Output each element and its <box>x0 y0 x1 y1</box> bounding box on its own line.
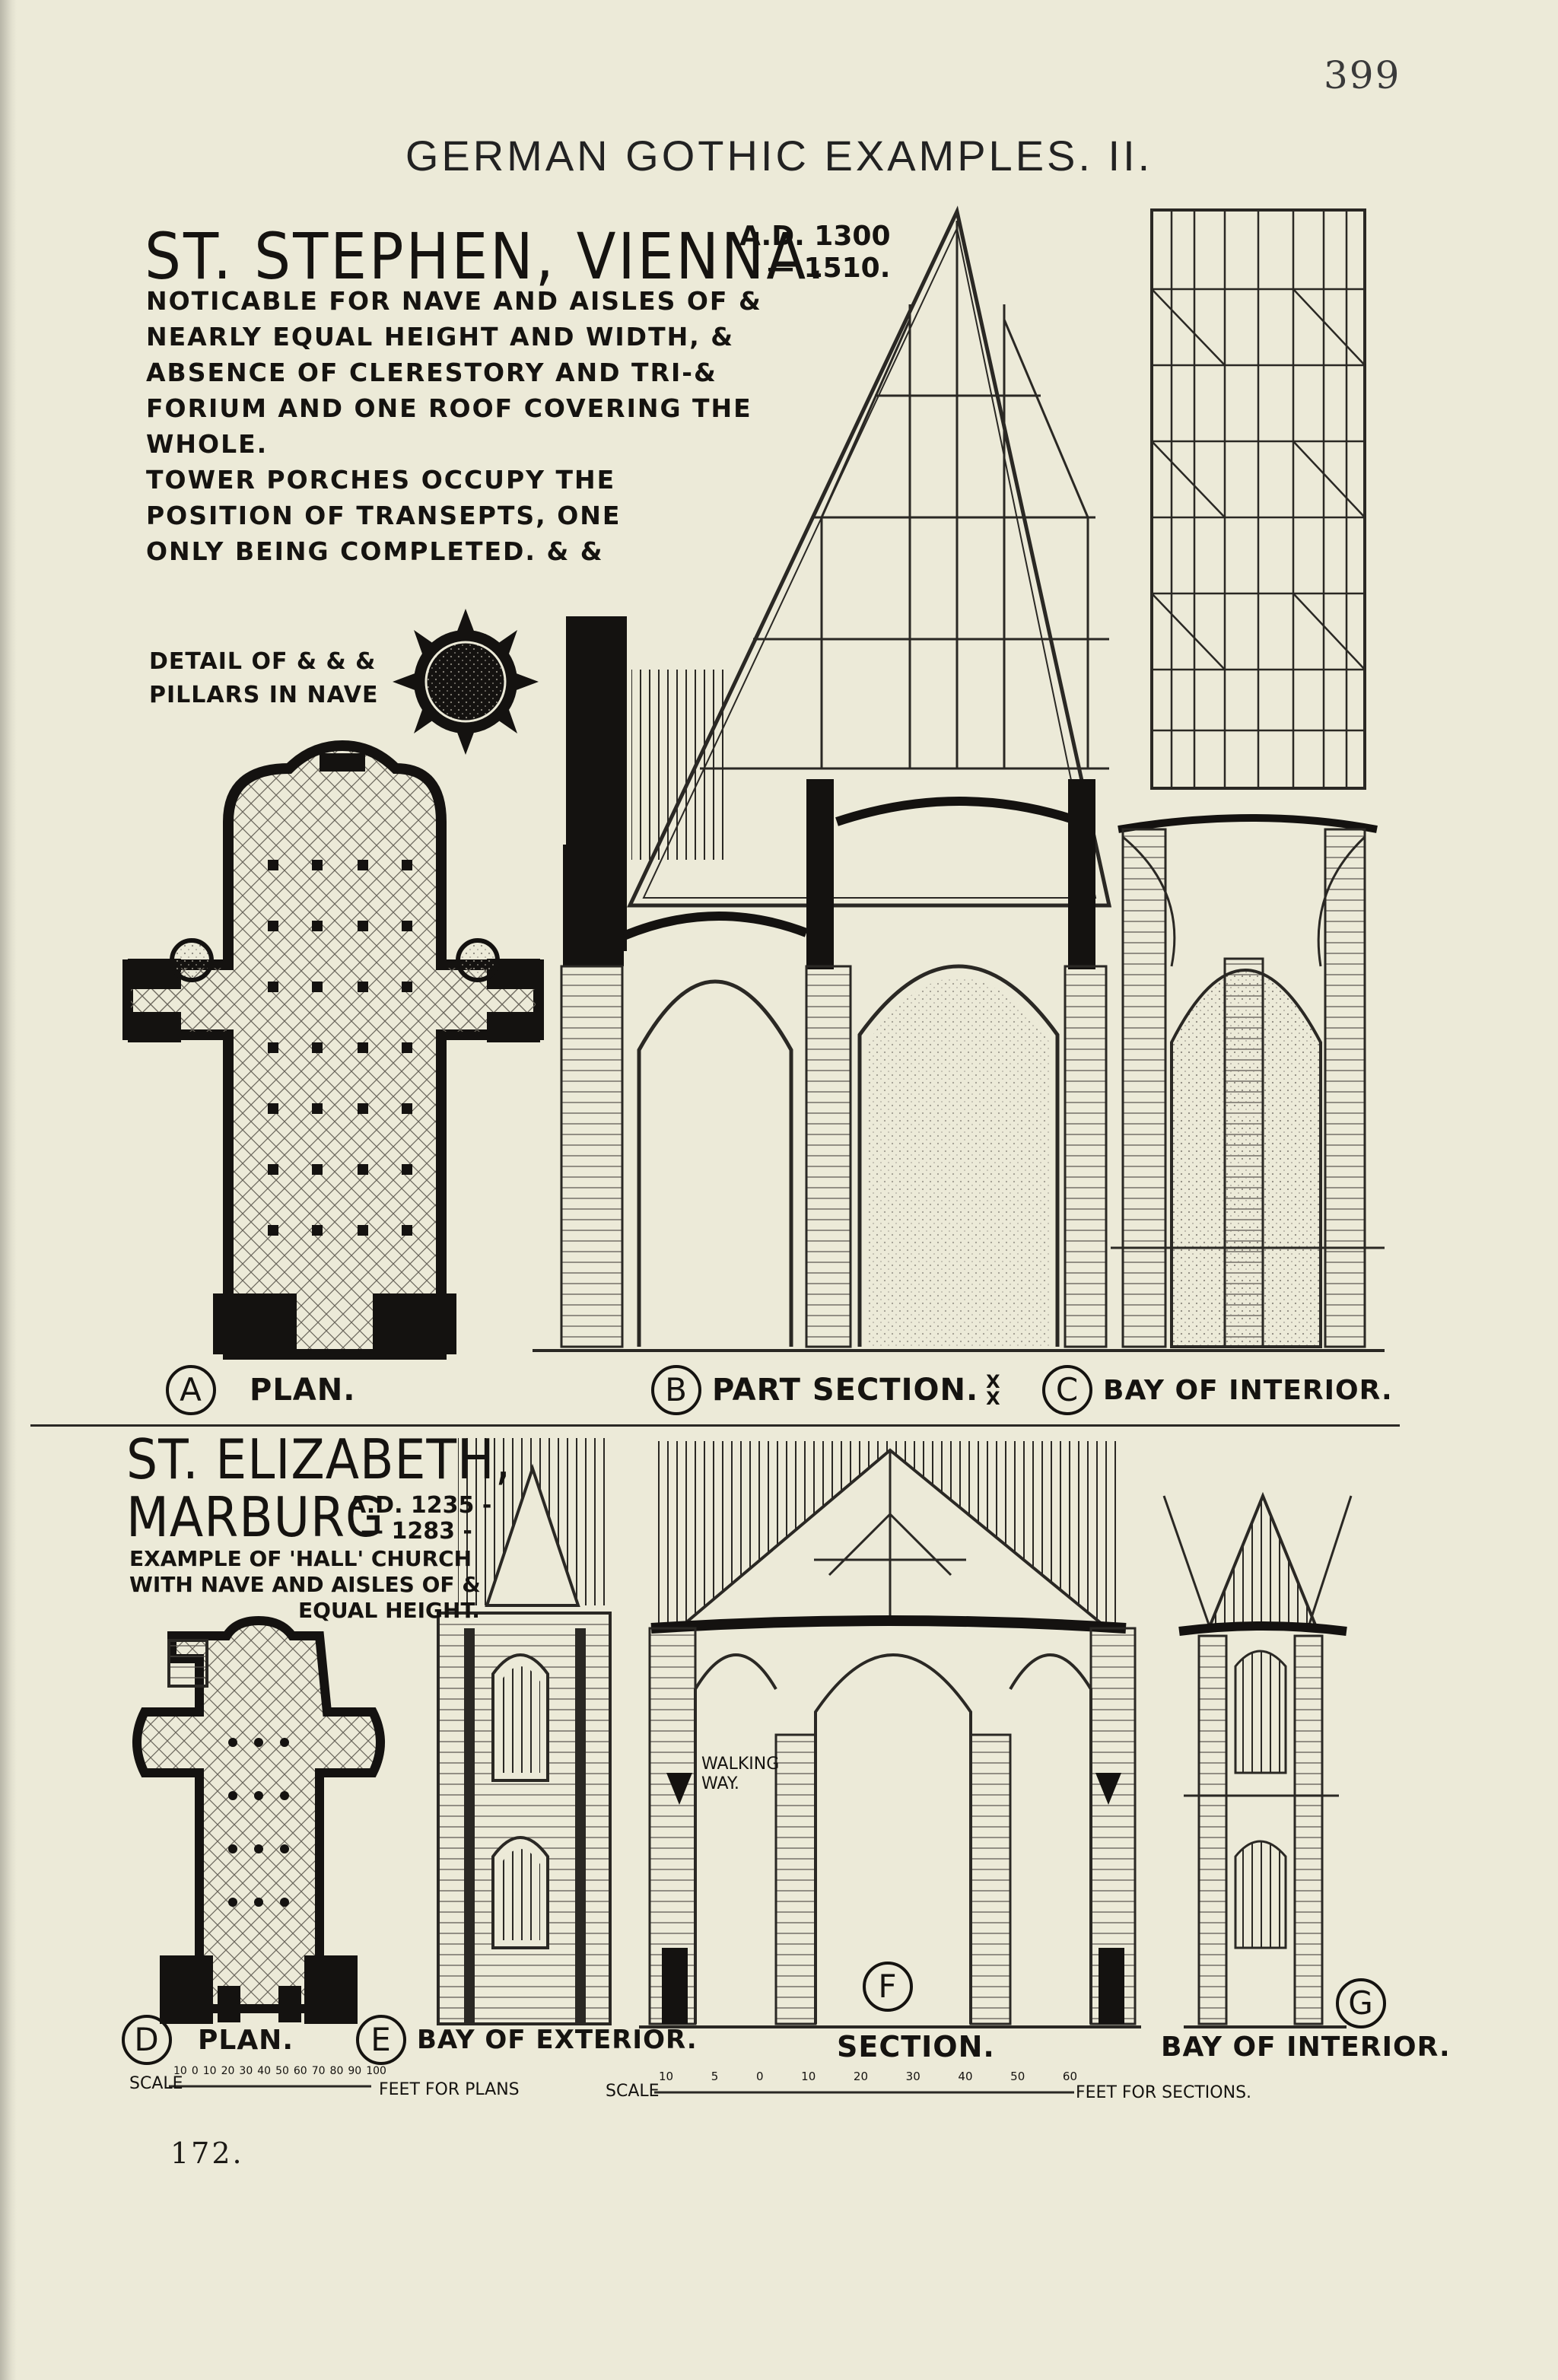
section-b-part-section <box>533 205 1118 1352</box>
st-stephen-notes: NOTICABLE FOR NAVE AND AISLES OF & NEARL… <box>146 283 785 569</box>
note-line: POSITION OF TRANSEPTS, ONE <box>146 501 622 530</box>
label-e-bay-exterior: E BAY OF EXTERIOR. <box>356 2015 698 2065</box>
scale-tick: 0 <box>191 2065 199 2077</box>
scale-sections-suffix: FEET FOR SECTIONS. <box>1076 2083 1252 2102</box>
label-g-text: BAY OF INTERIOR. <box>1161 2032 1451 2063</box>
label-c-bay-interior: C BAY OF INTERIOR. <box>1042 1365 1393 1415</box>
label-b-circle: B <box>651 1365 701 1415</box>
scale-sections-ticks: 10 5 0 10 20 30 40 50 60 <box>659 2070 1077 2083</box>
scale-plans-prefix: SCALE <box>129 2074 183 2093</box>
plate-title: GERMAN GOTHIC EXAMPLES. II. <box>405 132 1153 180</box>
scale-tick: 40 <box>958 2070 973 2083</box>
scale-tick: 10 <box>659 2070 674 2083</box>
page-number: 172. <box>170 2137 244 2170</box>
label-c-circle: C <box>1042 1365 1092 1415</box>
label-g-circle-wrap: G <box>1336 1978 1397 2028</box>
walking-way-label: WALKING WAY. <box>701 1755 779 1794</box>
scale-sections-prefix: SCALE <box>606 2082 660 2101</box>
label-d-circle: D <box>122 2015 172 2065</box>
handwritten-page-number: 399 <box>1324 53 1401 97</box>
label-f-circle-wrap: F <box>863 1962 924 2012</box>
scale-tick: 30 <box>905 2070 920 2083</box>
scale-tick: 5 <box>711 2070 719 2083</box>
st-elizabeth-title-line-1: ST. ELIZABETH, <box>126 1427 512 1491</box>
note-line: NEARLY EQUAL HEIGHT AND WIDTH, & <box>146 322 735 352</box>
scale-tick: 10 <box>801 2070 816 2083</box>
bay-c-interior <box>1111 208 1385 1352</box>
pillar-caption-line-1: DETAIL OF & & & <box>149 648 377 675</box>
note-line: EXAMPLE OF 'HALL' CHURCH <box>129 1546 472 1571</box>
bay-e-exterior <box>437 1438 612 2025</box>
scale-plans-suffix: FEET FOR PLANS <box>379 2080 520 2099</box>
label-xx-mark: X X <box>986 1371 1001 1409</box>
label-e-circle: E <box>356 2015 406 2065</box>
scale-tick: 50 <box>1010 2070 1025 2083</box>
scale-tick: 60 <box>293 2065 307 2077</box>
st-elizabeth-date-line-1: A.D. 1235 - <box>348 1492 492 1519</box>
label-f-circle: F <box>863 1962 913 2012</box>
st-stephen-title: ST. STEPHEN, VIENNA. <box>145 219 828 294</box>
scale-tick: 40 <box>257 2065 272 2077</box>
st-elizabeth-notes: EXAMPLE OF 'HALL' CHURCH WITH NAVE AND A… <box>129 1546 481 1624</box>
scale-tick: 20 <box>221 2065 235 2077</box>
note-line: NOTICABLE FOR NAVE AND AISLES OF & <box>146 286 762 316</box>
note-line: TOWER PORCHES OCCUPY THE <box>146 465 616 495</box>
scale-tick: 0 <box>755 2070 764 2083</box>
st-stephen-date-line-2: — 1510. <box>767 253 891 284</box>
label-e-text: BAY OF EXTERIOR. <box>417 2025 698 2055</box>
section-divider <box>30 1424 1400 1427</box>
label-d-text: PLAN. <box>198 2024 294 2056</box>
plan-a-st-stephen <box>122 740 544 1360</box>
scale-tick: 20 <box>853 2070 868 2083</box>
label-f-text: SECTION. <box>837 2030 995 2063</box>
walking-way-line-2: WAY. <box>701 1774 739 1793</box>
pillar-detail-caption: DETAIL OF & & & PILLARS IN NAVE <box>149 645 378 712</box>
st-stephen-date-line-1: A.D. 1300 <box>739 221 891 252</box>
note-line: WHOLE. <box>146 429 269 459</box>
scale-plans-ticks: 10 0 10 20 30 40 50 60 70 80 90 100 <box>173 2065 386 2077</box>
note-line: ABSENCE OF CLERESTORY AND TRI-& <box>146 358 717 387</box>
st-elizabeth-date: A.D. 1235 - — 1283 - <box>348 1493 491 1545</box>
pillar-detail-rosette <box>393 609 539 755</box>
st-elizabeth-date-line-2: — 1283 - <box>361 1518 472 1545</box>
label-a-plan: A PLAN. <box>166 1365 355 1415</box>
bay-g-interior <box>1162 1491 1353 2028</box>
label-g-circle: G <box>1336 1978 1386 2028</box>
scale-tick: 90 <box>348 2065 362 2077</box>
scale-tick: 70 <box>311 2065 326 2077</box>
pillar-caption-line-2: PILLARS IN NAVE <box>149 682 379 708</box>
label-a-text: PLAN. <box>250 1373 356 1408</box>
plan-d-st-elizabeth <box>132 1615 385 2024</box>
note-line: WITH NAVE AND AISLES OF & <box>129 1572 481 1597</box>
scale-tick: 100 <box>366 2065 386 2077</box>
note-line: ONLY BEING COMPLETED. & & <box>146 536 604 566</box>
label-c-text: BAY OF INTERIOR. <box>1103 1374 1393 1406</box>
label-b-text: PART SECTION. <box>712 1373 979 1408</box>
label-d-plan: D PLAN. <box>122 2015 294 2065</box>
walking-way-line-1: WALKING <box>701 1755 780 1774</box>
st-elizabeth-title-line-2: MARBURG <box>126 1485 385 1549</box>
note-line: FORIUM AND ONE ROOF COVERING THE <box>146 393 752 423</box>
scale-tick: 50 <box>275 2065 289 2077</box>
scale-tick: 60 <box>1062 2070 1077 2083</box>
scale-tick: 10 <box>173 2065 187 2077</box>
scale-tick: 10 <box>202 2065 217 2077</box>
section-f-st-elizabeth <box>639 1441 1141 2028</box>
label-a-circle: A <box>166 1365 216 1415</box>
st-stephen-date: A.D. 1300 — 1510. <box>739 221 891 285</box>
page-binding-edge <box>0 0 17 2380</box>
scale-tick: 30 <box>239 2065 253 2077</box>
st-elizabeth-title: ST. ELIZABETH, MARBURG <box>126 1430 511 1546</box>
note-line: EQUAL HEIGHT. <box>298 1598 480 1623</box>
scale-tick: 80 <box>329 2065 344 2077</box>
label-b-part-section: B PART SECTION. X X <box>651 1365 1012 1415</box>
